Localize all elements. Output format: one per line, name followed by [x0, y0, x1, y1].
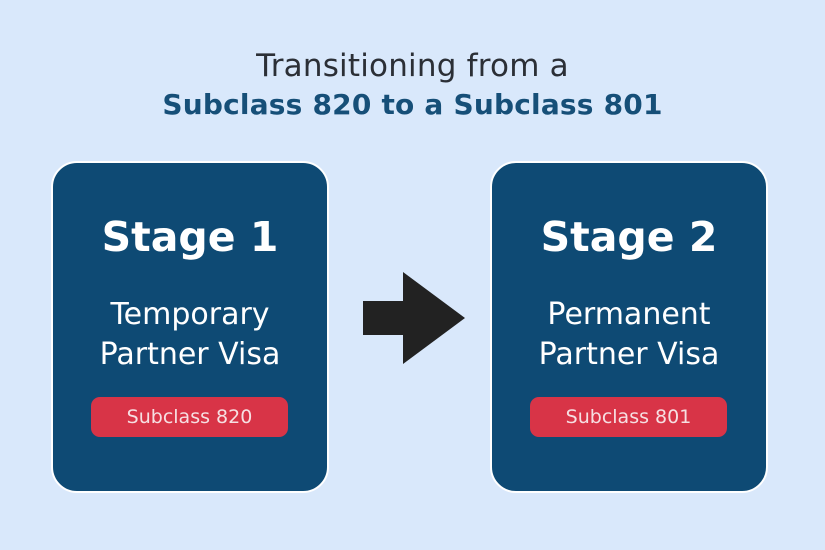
- stage-1-visa-line-2: Partner Visa: [99, 337, 281, 372]
- title-line-2: Subclass 820 to a Subclass 801: [162, 88, 663, 121]
- stage-2-visa-name: Permanent Partner Visa: [492, 295, 766, 375]
- stage-2-visa-line-2: Partner Visa: [538, 337, 720, 372]
- stage-2-title: Stage 2: [540, 213, 718, 261]
- arrow-right-icon: [363, 272, 465, 364]
- stage-1-title: Stage 1: [101, 213, 279, 261]
- title-line-1: Transitioning from a: [256, 48, 569, 84]
- stage-2-subclass-badge: Subclass 801: [530, 397, 727, 437]
- stage-2-card: Stage 2 Permanent Partner Visa Subclass …: [490, 161, 768, 493]
- stage-1-visa-name: Temporary Partner Visa: [53, 295, 327, 375]
- stage-1-card: Stage 1 Temporary Partner Visa Subclass …: [51, 161, 329, 493]
- diagram-title: Transitioning from a Subclass 820 to a S…: [0, 46, 825, 124]
- stage-2-visa-line-1: Permanent: [547, 297, 711, 332]
- stage-1-subclass-badge: Subclass 820: [91, 397, 288, 437]
- stage-1-visa-line-1: Temporary: [110, 297, 270, 332]
